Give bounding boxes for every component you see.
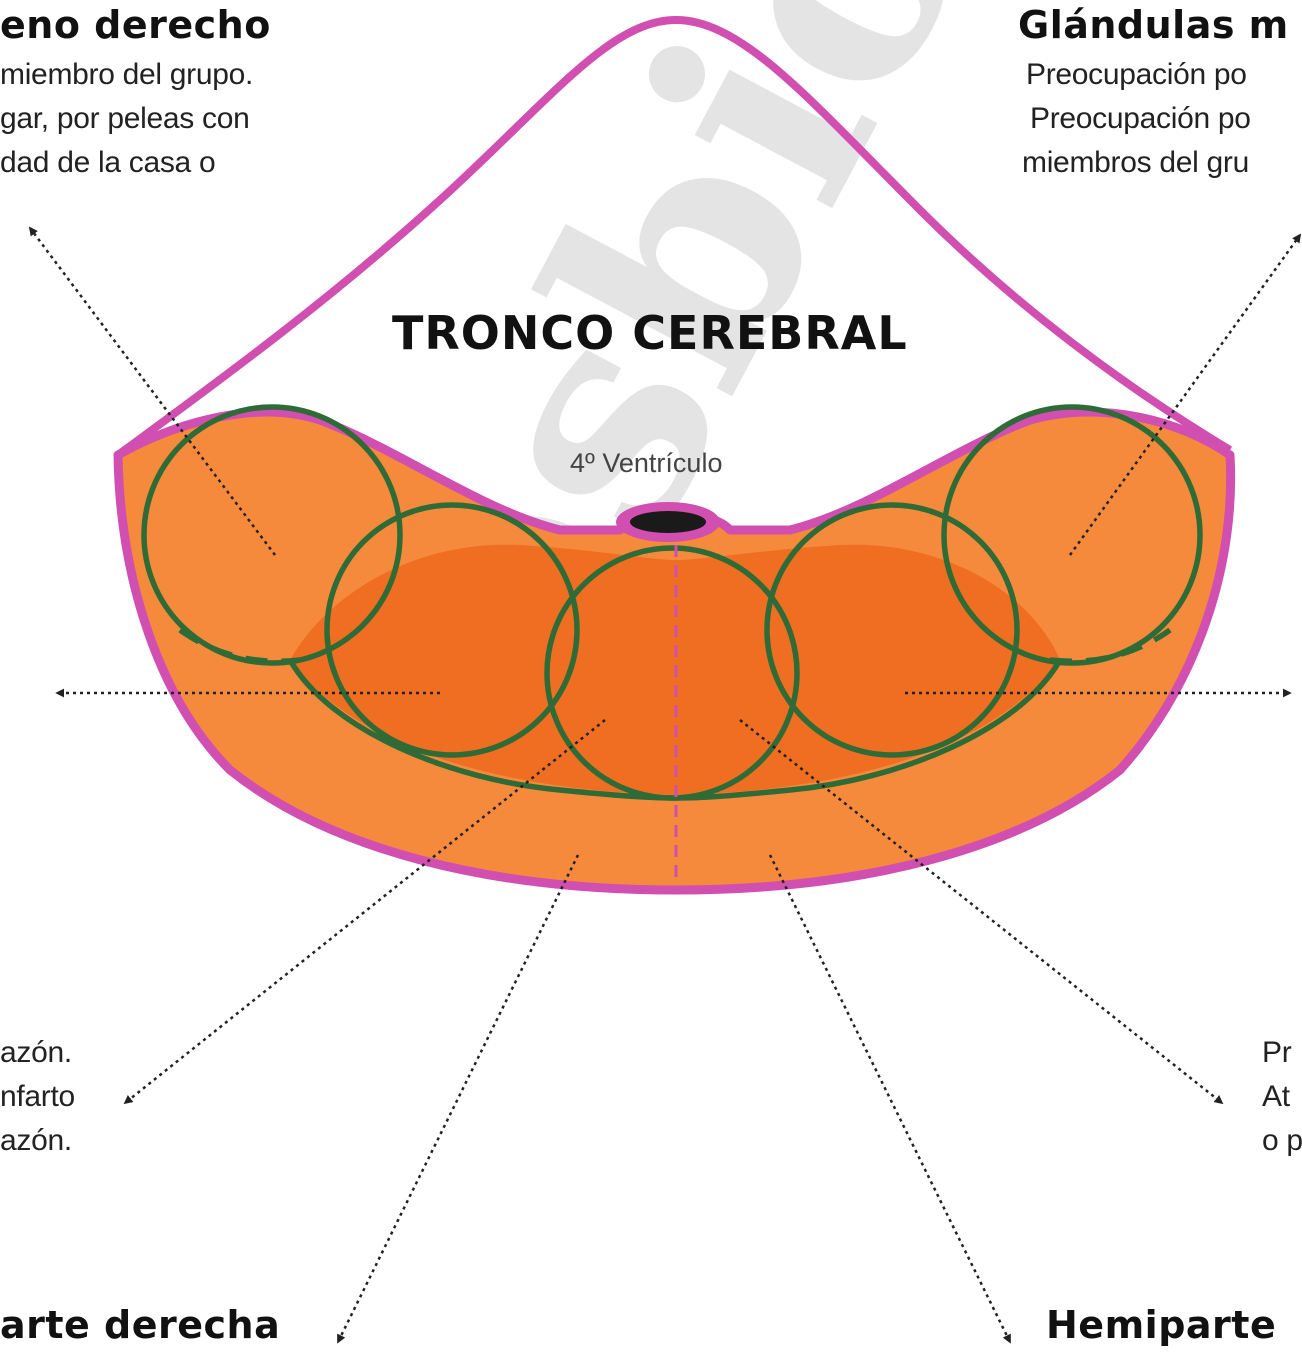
top-left-line-3: dad de la casa o xyxy=(0,146,216,179)
mid-left-line-2: nfarto xyxy=(0,1080,75,1113)
top-left-line-1: miembro del grupo. xyxy=(0,58,254,91)
green-band-dashed-right xyxy=(1049,627,1172,664)
arrow-lower-left xyxy=(123,719,606,1105)
arrow-top-left xyxy=(28,226,277,556)
top-right-heading: Glándulas m xyxy=(1018,3,1289,47)
top-right-line-2: Preocupación po xyxy=(1030,102,1251,135)
green-circle-1 xyxy=(141,404,403,666)
mid-right-line-3: o p xyxy=(1262,1124,1302,1157)
green-band-dashed-left xyxy=(178,627,301,664)
ventricle-4 xyxy=(630,511,706,533)
green-circle-4 xyxy=(764,502,1020,758)
top-left-heading: eno derecho xyxy=(0,3,271,47)
mid-right-line-1: Pr xyxy=(1262,1036,1292,1069)
bottom-left-heading: arte derecha xyxy=(0,1303,281,1347)
arrow-lower-right xyxy=(739,719,1224,1105)
green-band-bottom xyxy=(287,658,1063,801)
diagram-title: TRONCO CEREBRAL xyxy=(392,306,908,360)
arrow-top-right xyxy=(1068,233,1302,556)
arrow-bottom-right xyxy=(768,854,1012,1344)
top-right-line-3: miembros del gru xyxy=(1022,146,1249,179)
bottom-right-heading: Hemiparte xyxy=(1046,1303,1277,1347)
mid-left-line-3: azón. xyxy=(0,1124,72,1157)
top-right-line-1: Preocupación po xyxy=(1026,58,1247,91)
upper-outline xyxy=(115,16,1233,459)
mid-left-line-1: azón. xyxy=(0,1036,72,1069)
ventricle-label: 4º Ventrículo xyxy=(570,448,723,478)
green-circle-2 xyxy=(324,502,580,758)
mid-right-line-2: At xyxy=(1262,1080,1290,1113)
top-left-line-2: gar, por peleas con xyxy=(0,102,250,135)
arrow-bottom-left xyxy=(336,854,580,1344)
